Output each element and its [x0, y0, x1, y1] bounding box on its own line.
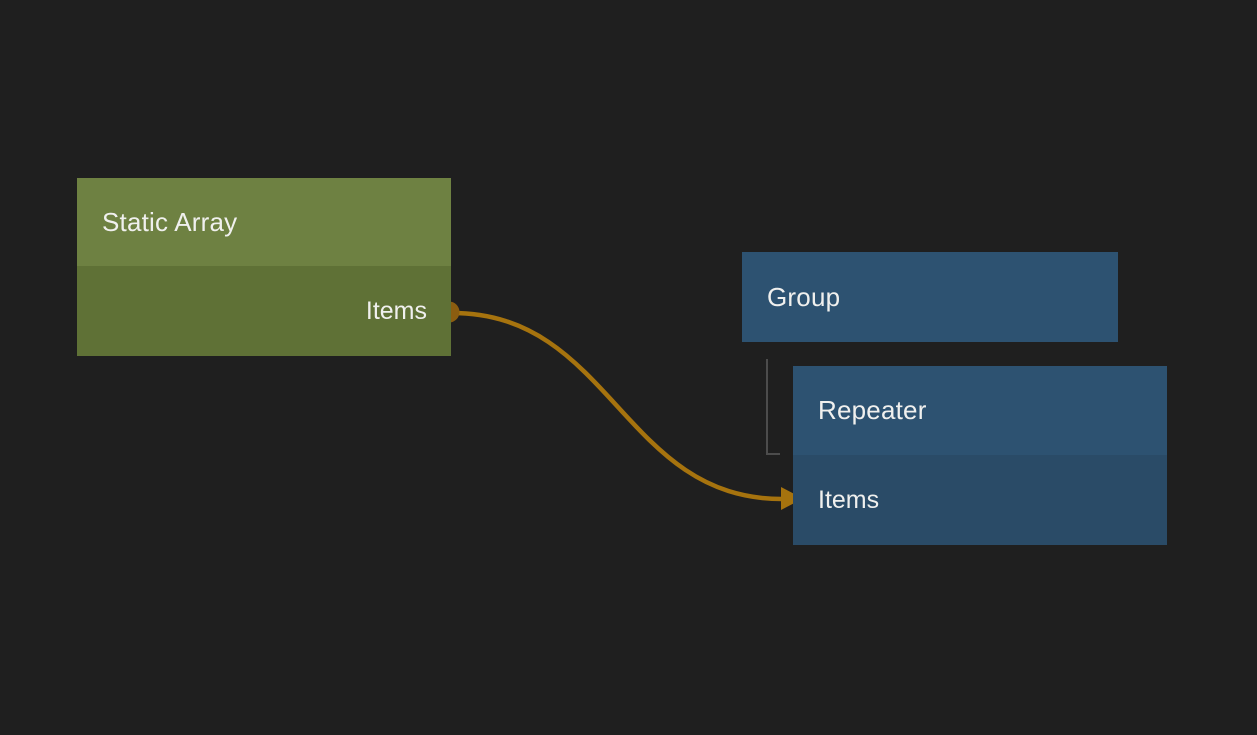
node-repeater[interactable]: Repeater Items — [793, 366, 1167, 545]
node-static-array[interactable]: Static Array Items — [77, 178, 451, 356]
node-group-title: Group — [767, 281, 841, 312]
port-row-items-input[interactable]: Items — [793, 455, 1167, 545]
node-group-header[interactable]: Group — [742, 252, 1118, 342]
node-group[interactable]: Group — [742, 252, 1118, 342]
node-static-array-header[interactable]: Static Array — [77, 178, 451, 266]
connection-wire[interactable] — [449, 310, 785, 502]
node-static-array-body: Items — [77, 266, 451, 356]
items-input-port-label: Items — [818, 485, 880, 514]
connection-arrowhead-icon — [781, 487, 803, 510]
items-output-port-label: Items — [365, 296, 427, 325]
node-repeater-body: Items — [793, 455, 1167, 545]
group-repeater-hierarchy-line — [766, 359, 780, 455]
port-row-items-output[interactable]: Items — [77, 266, 451, 356]
node-static-array-title: Static Array — [102, 206, 238, 237]
node-repeater-title: Repeater — [818, 395, 927, 425]
node-repeater-header[interactable]: Repeater — [793, 366, 1167, 455]
